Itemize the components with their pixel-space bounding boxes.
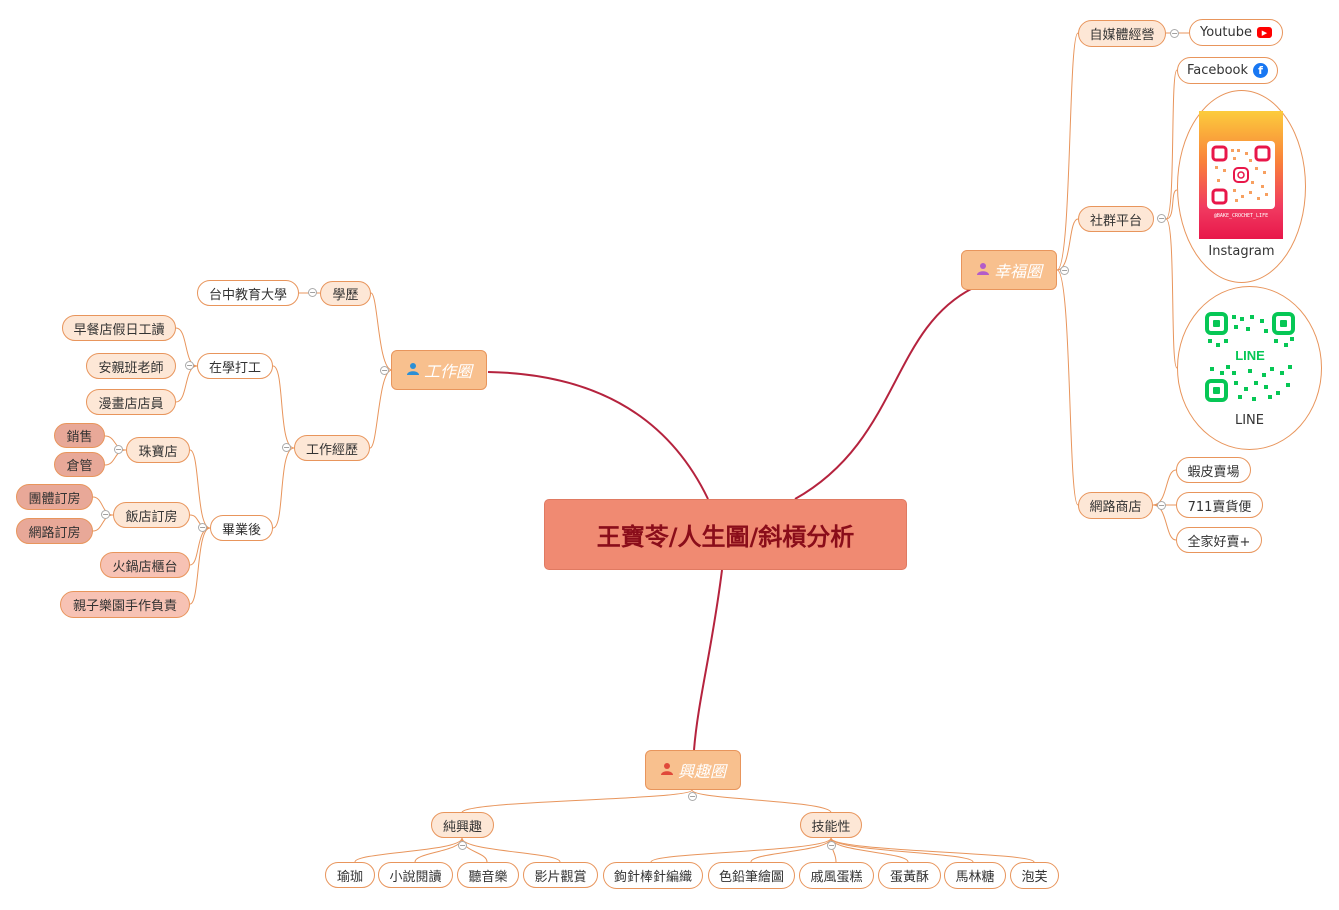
topic-jewelry-store[interactable]: 珠寶店: [126, 437, 190, 463]
topic-hotpot-counter[interactable]: 火鍋店櫃台: [100, 552, 190, 578]
topic-novel-reading[interactable]: 小說閱讀: [378, 862, 453, 888]
topic-facebook[interactable]: Facebook f: [1177, 57, 1278, 84]
topic-interest-circle[interactable]: 興趣圈: [645, 750, 741, 790]
instagram-qr-code: [1207, 141, 1275, 209]
collapse-toggle-student-jobs[interactable]: −: [185, 361, 194, 370]
topic-hotel-booking[interactable]: 飯店訂房: [113, 502, 190, 528]
collapse-toggle-shops[interactable]: −: [1157, 501, 1166, 510]
topic-instagram[interactable]: @BAKE_CROCHET_LIFE Instagram: [1177, 90, 1306, 283]
topic-youtube[interactable]: Youtube ▶: [1189, 19, 1283, 46]
collapse-toggle-work[interactable]: −: [380, 366, 389, 375]
topic-student-jobs[interactable]: 在學打工: [197, 353, 273, 379]
topic-group-booking[interactable]: 團體訂房: [16, 484, 93, 510]
topic-work-circle[interactable]: 工作圈: [391, 350, 487, 390]
line-logo: LINE: [1228, 347, 1272, 365]
topic-parent-child-park[interactable]: 親子樂園手作負責: [60, 591, 190, 618]
person-icon: [660, 761, 674, 780]
collapse-toggle-skills[interactable]: −: [827, 841, 836, 850]
collapse-toggle-hotel[interactable]: −: [101, 510, 110, 519]
topic-social-platforms[interactable]: 社群平台: [1078, 206, 1154, 232]
collapse-toggle-after-graduation[interactable]: −: [198, 523, 207, 532]
collapse-toggle-interest[interactable]: −: [688, 792, 697, 801]
instagram-label: Instagram: [1208, 244, 1275, 259]
instagram-handle: @BAKE_CROCHET_LIFE: [1213, 213, 1269, 219]
collapse-toggle-happiness[interactable]: −: [1060, 266, 1069, 275]
topic-crochet-knitting[interactable]: 鉤針棒針編織: [603, 862, 703, 889]
facebook-icon: f: [1253, 63, 1269, 78]
collapse-toggle-pure[interactable]: −: [458, 841, 467, 850]
topic-sales[interactable]: 銷售: [54, 423, 105, 448]
youtube-icon: ▶: [1257, 27, 1272, 38]
link-center-work: [487, 371, 709, 500]
collapse-toggle-education[interactable]: −: [308, 288, 317, 297]
topic-shopee[interactable]: 蝦皮賣場: [1176, 457, 1251, 483]
line-label: LINE: [1234, 413, 1264, 428]
topic-self-media[interactable]: 自媒體經營: [1078, 20, 1166, 47]
central-topic[interactable]: 王寶苓/人生圖/斜槓分析: [544, 499, 907, 570]
topic-work-experience[interactable]: 工作經歷: [294, 435, 370, 461]
topic-online-booking[interactable]: 網路訂房: [16, 518, 93, 544]
topic-school[interactable]: 台中教育大學: [197, 280, 299, 306]
topic-education[interactable]: 學歷: [320, 281, 371, 306]
topic-color-pencil[interactable]: 色鉛筆繪圖: [708, 862, 795, 889]
topic-happiness-circle[interactable]: 幸福圈: [961, 250, 1057, 290]
link-center-happiness: [794, 287, 974, 500]
person-icon: [976, 261, 990, 280]
topic-chiffon-cake[interactable]: 戚風蛋糕: [799, 862, 874, 889]
collapse-toggle-jewelry[interactable]: −: [114, 445, 123, 454]
topic-familymart-shop[interactable]: 全家好賣+: [1176, 527, 1262, 553]
topic-student-job-3[interactable]: 漫畫店店員: [86, 389, 176, 415]
topic-711-shop[interactable]: 711賣貨便: [1176, 492, 1263, 518]
topic-video-watching[interactable]: 影片觀賞: [523, 862, 598, 888]
topic-line[interactable]: LINE LINE: [1177, 286, 1322, 450]
topic-egg-yolk-pastry[interactable]: 蛋黃酥: [878, 862, 941, 889]
topic-after-graduation[interactable]: 畢業後: [210, 515, 273, 541]
collapse-toggle-social[interactable]: −: [1157, 214, 1166, 223]
link-center-interest: [693, 569, 723, 751]
line-qr-code: LINE: [1204, 311, 1296, 403]
collapse-toggle-self-media[interactable]: −: [1170, 29, 1179, 38]
topic-meringue[interactable]: 馬林糖: [944, 862, 1006, 889]
instagram-qr-image: @BAKE_CROCHET_LIFE: [1199, 111, 1283, 239]
topic-student-job-1[interactable]: 早餐店假日工讀: [62, 315, 176, 341]
topic-warehouse[interactable]: 倉管: [54, 452, 105, 477]
collapse-toggle-experience[interactable]: −: [282, 443, 291, 452]
topic-cream-puff[interactable]: 泡芙: [1010, 862, 1059, 889]
topic-pure-interest[interactable]: 純興趣: [431, 812, 494, 838]
topic-yoga[interactable]: 瑜珈: [325, 862, 375, 888]
person-icon: [406, 361, 420, 380]
topic-student-job-2[interactable]: 安親班老師: [86, 353, 176, 379]
topic-online-shops[interactable]: 網路商店: [1078, 492, 1153, 519]
topic-music[interactable]: 聽音樂: [457, 862, 519, 888]
topic-skills[interactable]: 技能性: [800, 812, 862, 838]
